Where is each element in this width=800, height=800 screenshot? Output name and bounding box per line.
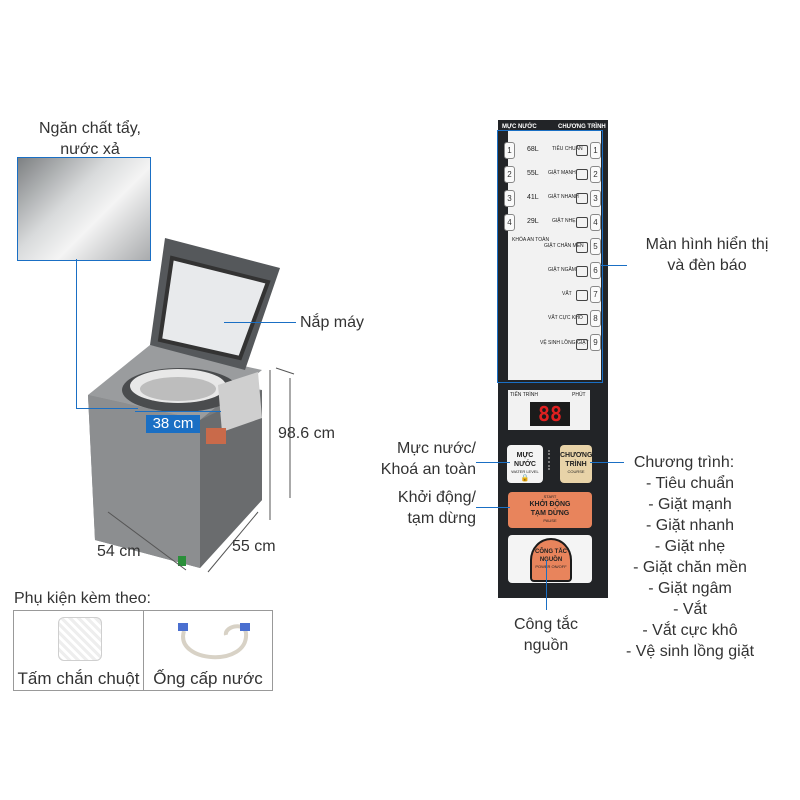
course-pointer-line	[590, 462, 624, 463]
panel-header-water: MỰC NƯỚC	[502, 124, 537, 130]
start-pointer-line	[476, 507, 510, 508]
accessory-item-1: Tấm chắn chuột	[17, 669, 140, 688]
water-key-2[interactable]: 2	[504, 166, 515, 183]
water-level-4: 29L	[527, 218, 539, 225]
accessory-item-2: Ống cấp nước	[153, 669, 263, 688]
water-level-label: Mực nước/ Khoá an toàn	[380, 440, 476, 478]
seven-segment-display: 88	[530, 402, 570, 426]
time-unit: PHÚT	[572, 392, 586, 398]
water-pointer-line	[476, 462, 510, 463]
display-label: Màn hình hiển thị và đèn báo	[645, 236, 769, 274]
program-icon-6	[576, 266, 588, 277]
height-label: 98.6 cm	[278, 425, 335, 442]
program-item: - Vắt	[673, 601, 707, 618]
program-item: - Giặt nhanh	[645, 517, 735, 534]
water-hose-image	[178, 623, 250, 660]
display-highlight-box	[497, 130, 603, 383]
program-label-9: VỆ SINH LỒNG GIẶT	[540, 340, 589, 346]
program-icon-2	[576, 169, 588, 180]
program-item: - Giặt ngâm	[648, 580, 732, 597]
time-label: TIẾN TRÌNH	[510, 392, 538, 398]
program-key-2[interactable]: 2	[590, 166, 601, 183]
power-label: Công tắc nguồn	[513, 616, 579, 654]
program-label-6: GIẶT NGÂM	[548, 267, 576, 273]
program-icon-8	[576, 314, 588, 325]
program-key-1[interactable]: 1	[590, 142, 601, 159]
drum-width-line	[135, 411, 221, 412]
program-icon-4	[576, 217, 588, 228]
programs-list: - Tiêu chuẩn - Giặt mạnh - Giặt nhanh - …	[610, 473, 770, 662]
program-icon-5	[576, 242, 588, 253]
drum-width-badge: 38 cm	[146, 415, 200, 433]
washing-machine-drawing	[88, 238, 280, 568]
program-key-6[interactable]: 6	[590, 262, 601, 279]
display-pointer-line	[601, 265, 627, 266]
program-icon-7	[576, 290, 588, 301]
program-item: - Giặt nhẹ	[654, 538, 726, 555]
water-level-1: 68L	[527, 146, 539, 153]
program-key-8[interactable]: 8	[590, 310, 601, 327]
program-key-3[interactable]: 3	[590, 190, 601, 207]
program-label-8: VẮT CỰC KHÔ	[548, 315, 583, 321]
accessories-table: Tấm chắn chuột Ống cấp nước	[13, 610, 273, 691]
program-label-5: GIẶT CHĂN MỀN	[544, 243, 584, 249]
water-level-button[interactable]: MỰC NƯỚC WATER LEVEL 🔒	[507, 445, 543, 483]
program-label-2: GIẶT MẠNH	[548, 170, 576, 176]
mouse-guard-image	[58, 617, 102, 661]
start-pause-label: Khởi động/ tạm dừng	[397, 489, 476, 527]
water-key-4[interactable]: 4	[504, 214, 515, 231]
lid-pointer-line	[224, 322, 296, 323]
panel-header-program: CHƯƠNG TRÌNH	[558, 124, 606, 130]
program-key-5[interactable]: 5	[590, 238, 601, 255]
program-key-4[interactable]: 4	[590, 214, 601, 231]
program-label-4: GIẶT NHẸ	[552, 218, 576, 224]
detergent-zoom-box	[17, 157, 151, 261]
dimension-lines	[107, 367, 295, 573]
program-item: - Giặt chăn mền	[633, 559, 747, 576]
programs-title: Chương trình:	[633, 454, 735, 471]
program-label-3: GIẶT NHANH	[548, 194, 579, 200]
program-key-7[interactable]: 7	[590, 286, 601, 303]
indicator-dots	[548, 450, 552, 470]
water-level-3: 41L	[527, 194, 539, 201]
program-icon-1	[576, 145, 588, 156]
course-button[interactable]: CHƯƠNG TRÌNH COURSE	[560, 445, 592, 483]
start-pause-button[interactable]: START KHỞI ĐỘNG TẠM DỪNG PAUSE	[508, 492, 592, 528]
display-panel	[508, 130, 601, 380]
program-key-9[interactable]: 9	[590, 334, 601, 351]
width-label: 54 cm	[97, 543, 141, 560]
program-icon-9	[576, 339, 588, 350]
detergent-connector-h	[76, 408, 138, 409]
water-key-3[interactable]: 3	[504, 190, 515, 207]
lid-label: Nắp máy	[300, 314, 365, 331]
program-label-1: TIÊU CHUẨN	[552, 146, 583, 152]
program-item: - Giặt mạnh	[648, 496, 732, 513]
power-button[interactable]: CÔNG TẮC NGUỒN POWER ON/OFF	[530, 538, 572, 582]
program-label-7: VẮT	[562, 291, 572, 297]
power-pointer-line	[546, 560, 547, 610]
water-key-1[interactable]: 1	[504, 142, 515, 159]
lock-label: KHÓA AN TOÀN	[512, 237, 550, 243]
lock-icon: 🔒	[520, 475, 530, 482]
program-item: - Vắt cực khô	[642, 622, 738, 639]
program-item: - Vệ sinh lồng giặt	[625, 643, 755, 660]
accessories-title: Phụ kiện kèm theo:	[14, 590, 151, 607]
program-icon-3	[576, 193, 588, 204]
water-level-2: 55L	[527, 170, 539, 177]
detergent-label: Ngăn chất tẩy, nước xả	[39, 120, 141, 158]
depth-label: 55 cm	[232, 538, 276, 555]
detergent-connector-v	[76, 259, 77, 408]
program-item: - Tiêu chuẩn	[645, 475, 735, 492]
